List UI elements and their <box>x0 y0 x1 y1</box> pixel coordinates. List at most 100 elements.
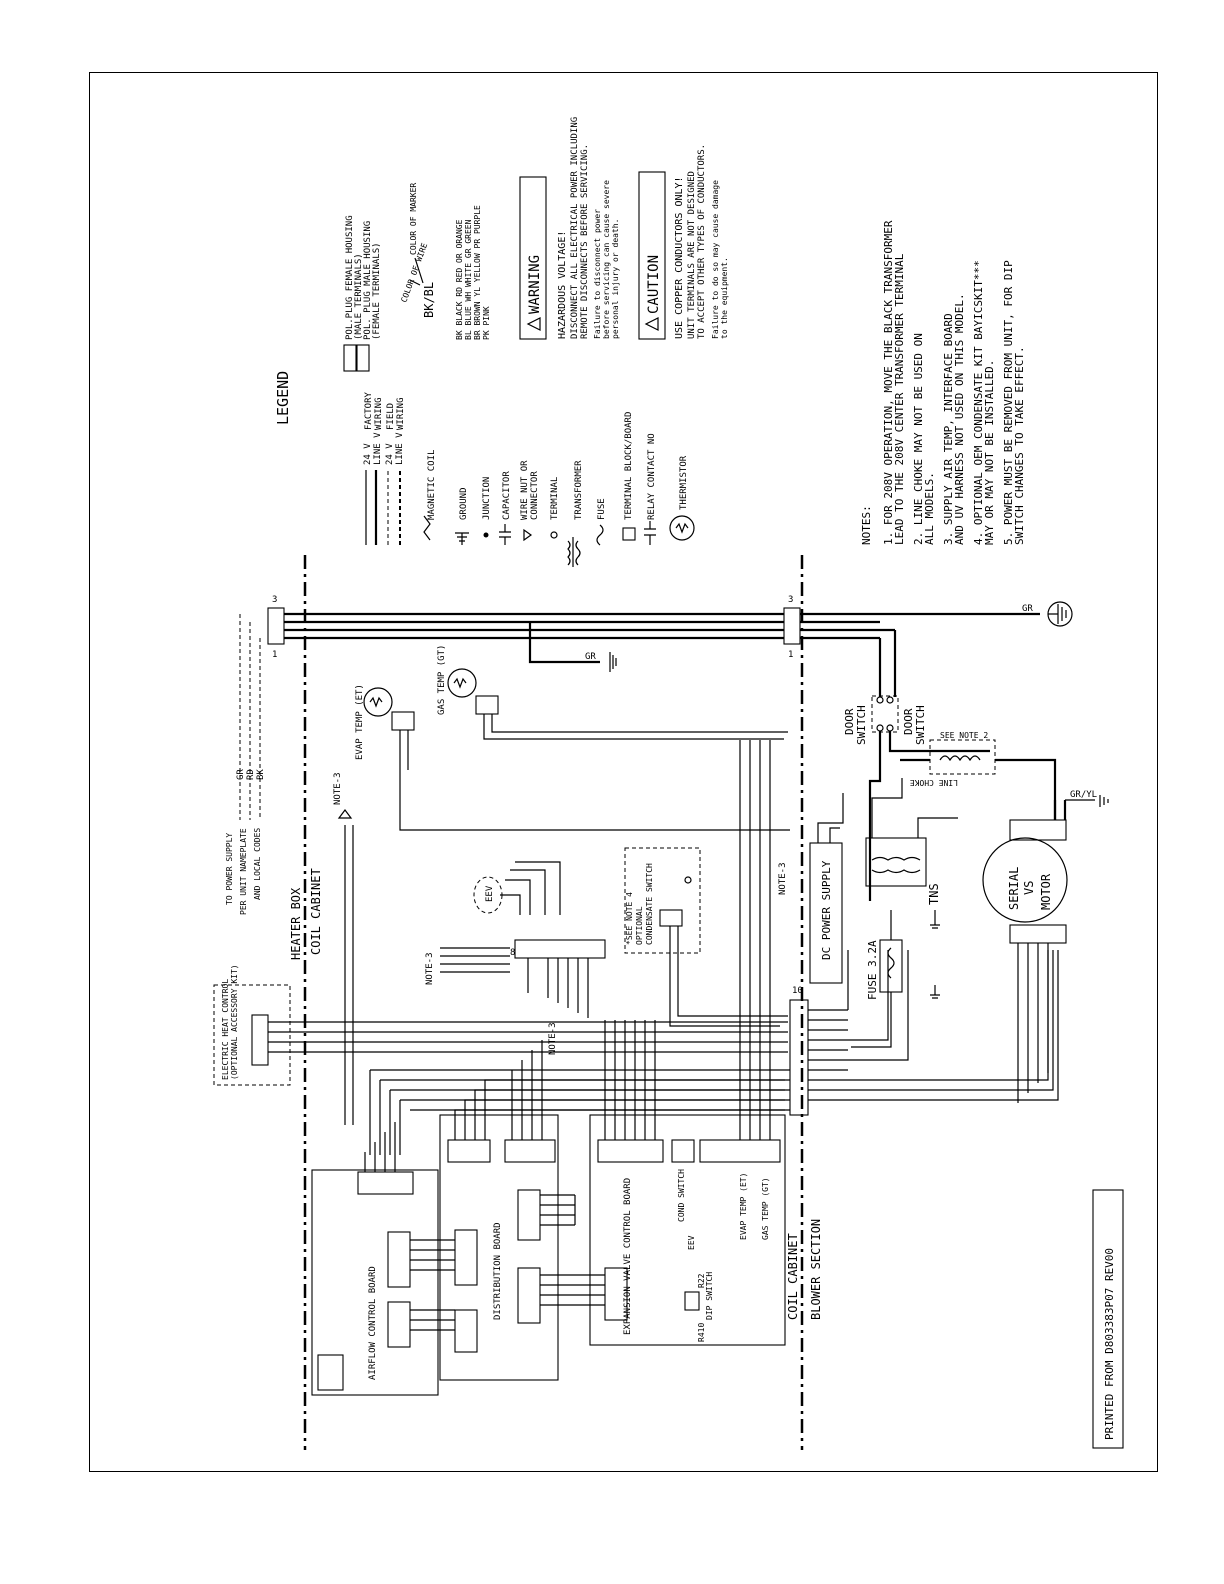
supply-note-1: TO POWER SUPPLY <box>225 833 234 905</box>
motor-ground-icon <box>1065 795 1109 807</box>
electric-heat-box <box>213 984 291 1086</box>
fuse-box <box>879 939 903 993</box>
warning-line-6: personal injury or death. <box>611 219 620 339</box>
caution-icon <box>644 317 659 331</box>
note-5b: SWITCH CHANGES TO TAKE EFFECT. <box>1013 346 1026 545</box>
dip-switch-label: DIP SWITCH <box>705 1272 714 1320</box>
dip-r410-label: R410 <box>697 1323 706 1342</box>
legend-line-samples: 24 V LINE V FACTORY WIRING 24 V LINE V F… <box>363 391 406 545</box>
relay-contact-icon <box>644 521 656 545</box>
door-switch: DOOR SWITCH DOOR SWITCH <box>843 630 990 901</box>
supply-bk-label: BK <box>256 769 266 780</box>
fuse-label: FUSE 3.2A <box>866 940 879 1000</box>
heater-box-label: HEATER BOX <box>289 887 303 960</box>
exp-plug-4 <box>604 1267 628 1321</box>
legend-terminal-block: TERMINAL BLOCK/BOARD <box>624 412 634 520</box>
terminal-icon <box>550 531 558 539</box>
gas-temp-label: GAS TEMP (GT) <box>437 645 447 715</box>
legend-transformer: TRANSFORMER <box>574 460 584 520</box>
drawing-frame <box>89 72 1158 1472</box>
vs-motor: SERIAL VS MOTOR GR/YL <box>982 790 1109 1103</box>
tns-label: TNS <box>927 883 941 905</box>
transformer-box <box>865 837 927 887</box>
note3-mid-label: NOTE-3 <box>425 952 435 985</box>
color-of-marker-label: COLOR OF MARKER <box>409 183 418 255</box>
warning-icon <box>526 317 541 331</box>
door-switch-label-4: SWITCH <box>914 705 927 745</box>
gas-temp-sensor: GAS TEMP (GT) <box>437 645 788 740</box>
legend-fuse: FUSE <box>597 498 607 520</box>
terminal-block-icon <box>622 527 636 541</box>
dist-plug-4 <box>517 1189 541 1241</box>
color-code-row-2: BL BLUE WH WHITE GR GREEN <box>464 219 473 340</box>
legend-relay-contact: RELAY CONTACT NO <box>647 433 657 520</box>
power-plug-pin-3: 3 <box>272 595 277 605</box>
plug-female-sub: (MALE TERMINALS) <box>354 253 364 340</box>
exp-gas-temp-label: GAS TEMP (GT) <box>761 1177 770 1240</box>
expansion-board-outline <box>589 1114 786 1346</box>
dip-switch-icon[interactable] <box>684 1291 700 1311</box>
printed-from-block: PRINTED FROM D803383P07 REV00 <box>1092 1189 1124 1449</box>
printed-from-label: PRINTED FROM D803383P07 REV00 <box>1103 1248 1116 1440</box>
note-2a: 2. LINE CHOKE MAY NOT BE USED ON <box>912 333 925 545</box>
legend-ground: GROUND <box>459 487 469 520</box>
line-choke-note: SEE NOTE 2 <box>940 731 988 740</box>
airflow-terminal-strip <box>317 1354 344 1391</box>
note3-mid: NOTE-3 NOTE-3 NOTE-3 <box>425 862 788 1055</box>
legend-24v-field: 24 V <box>385 443 395 465</box>
section-dividers: HEATER BOX COIL CABINET COIL CABINET BLO… <box>289 555 823 1450</box>
caution-line-1: USE COPPER CONDUCTORS ONLY! <box>674 176 685 339</box>
coil-cabinet-bottom-label: COIL CABINET <box>786 1233 800 1320</box>
caution-box <box>638 171 666 340</box>
legend-junction: JUNCTION <box>482 477 492 520</box>
airflow-plug-3 <box>387 1301 411 1348</box>
blower-connector-pin-10: 10 <box>792 986 803 996</box>
note-3b: AND UV HARNESS NOT USED ON THIS MODEL. <box>953 293 966 545</box>
transformer-coil-icon <box>871 856 921 874</box>
line-choke-icon <box>939 755 981 762</box>
dist-plug-2 <box>504 1139 556 1163</box>
exp-plug-temp <box>699 1139 781 1163</box>
blower-connector-10 <box>789 999 809 1116</box>
motor-signal-plug <box>1009 924 1067 944</box>
eev-plug-pin: 8 <box>510 948 515 958</box>
legend-wire-color: COLOR OF WIRE COLOR OF MARKER BK/BL <box>399 183 436 318</box>
note-2b: ALL MODELS. <box>923 472 936 545</box>
caution-line-5: to the equipment. <box>720 257 729 339</box>
transformer-icon <box>567 537 581 567</box>
legend-terminal: TERMINAL <box>550 477 560 520</box>
legend-wiring-2: WIRING <box>396 397 406 430</box>
warning-line-4: Failure to disconnect power <box>593 209 602 339</box>
legend-capacitor: CAPACITOR <box>502 471 512 520</box>
fuse-icon-main <box>887 947 895 979</box>
coil-cabinet-top-label: COIL CABINET <box>309 868 323 955</box>
printed-from-box <box>1092 1189 1124 1449</box>
caution-block: CAUTION USE COPPER CONDUCTORS ONLY! UNIT… <box>638 144 729 340</box>
warning-line-2: DISCONNECT ALL ELECTRICAL POWER INCLUDIN… <box>570 117 580 339</box>
distribution-board-outline <box>439 1114 559 1381</box>
wire-nut-icon <box>523 528 533 542</box>
motor-ground-wire-label: GR/YL <box>1070 790 1097 800</box>
warning-line-5: before servicing can cause severe <box>602 180 611 339</box>
fuse-icon <box>596 524 604 546</box>
color-code-row-4: PK PINK <box>482 306 491 340</box>
exp-eev-label: EEV <box>687 1235 696 1250</box>
note3-right-label: NOTE-3 <box>778 862 788 895</box>
electric-heat-plug <box>251 1014 269 1066</box>
dist-plug-6 <box>517 1267 541 1324</box>
note3-top-label: NOTE-3 <box>333 772 343 805</box>
plug-female-label: POL.PLUG FEMALE HOUSING <box>345 215 355 340</box>
expansion-board-label: EXPANSION VALVE CONTROL BOARD <box>623 1178 633 1335</box>
power-plug-b-pin-1: 1 <box>788 650 793 660</box>
tns-ground-icon <box>930 910 940 929</box>
note-4a: 4. OPTIONAL OEM CONDENSATE KIT BAYICSKIT… <box>972 260 985 545</box>
note-3a: 3. SUPPLY AIR TEMP, INTERFACE BOARD <box>942 313 955 545</box>
fuse-block: FUSE 3.2A <box>851 910 940 1048</box>
electric-heat-sub: (OPTIONAL ACCESSORY KIT) <box>230 964 239 1080</box>
exp-plug-eev <box>597 1139 664 1163</box>
motor-label-vs: VS <box>1022 881 1036 895</box>
supply-note-2: PER UNIT NAMEPLATE <box>239 828 248 915</box>
condensate-label: CONDENSATE SWITCH <box>645 863 654 945</box>
door-switch-label-2: SWITCH <box>855 705 868 745</box>
